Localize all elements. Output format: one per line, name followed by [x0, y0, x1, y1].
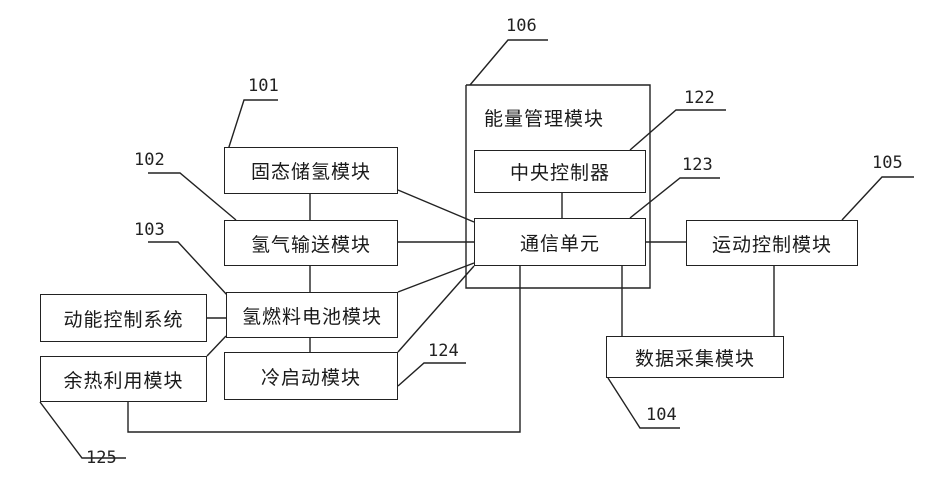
link-comm-heat: [128, 266, 520, 432]
ref-125: 125: [86, 448, 117, 468]
ref-124: 124: [428, 341, 459, 361]
cold-start-box: 冷启动模块: [224, 352, 398, 400]
leader-105: [842, 177, 914, 220]
link-storage-comm: [398, 190, 474, 222]
comm-unit-box: 通信单元: [474, 218, 646, 266]
kinetic-control-box: 动能控制系统: [40, 294, 207, 342]
ref-105: 105: [872, 153, 903, 173]
link-fuelcell-comm: [398, 263, 474, 292]
leader-106: [470, 40, 548, 85]
leader-102: [148, 173, 236, 220]
leader-101: [228, 100, 278, 150]
link-coldstart-comm: [398, 266, 474, 352]
h2-transport-box: 氢气输送模块: [224, 220, 398, 266]
ref-123: 123: [682, 155, 713, 175]
ref-104: 104: [646, 405, 677, 425]
ref-101: 101: [248, 76, 279, 96]
motion-control-box: 运动控制模块: [686, 220, 858, 266]
waste-heat-box: 余热利用模块: [40, 356, 207, 402]
central-controller-box: 中央控制器: [474, 150, 646, 193]
solid-storage-box: 固态储氢模块: [224, 147, 398, 194]
ems-title: 能量管理模块: [484, 104, 604, 131]
leader-124: [398, 363, 466, 386]
leader-103: [148, 242, 228, 296]
ref-122: 122: [684, 88, 715, 108]
ref-102: 102: [134, 150, 165, 170]
leader-122: [630, 110, 726, 150]
ref-103: 103: [134, 220, 165, 240]
data-acq-box: 数据采集模块: [606, 336, 784, 378]
fuel-cell-box: 氢燃料电池模块: [226, 292, 398, 338]
ref-106: 106: [506, 16, 537, 36]
